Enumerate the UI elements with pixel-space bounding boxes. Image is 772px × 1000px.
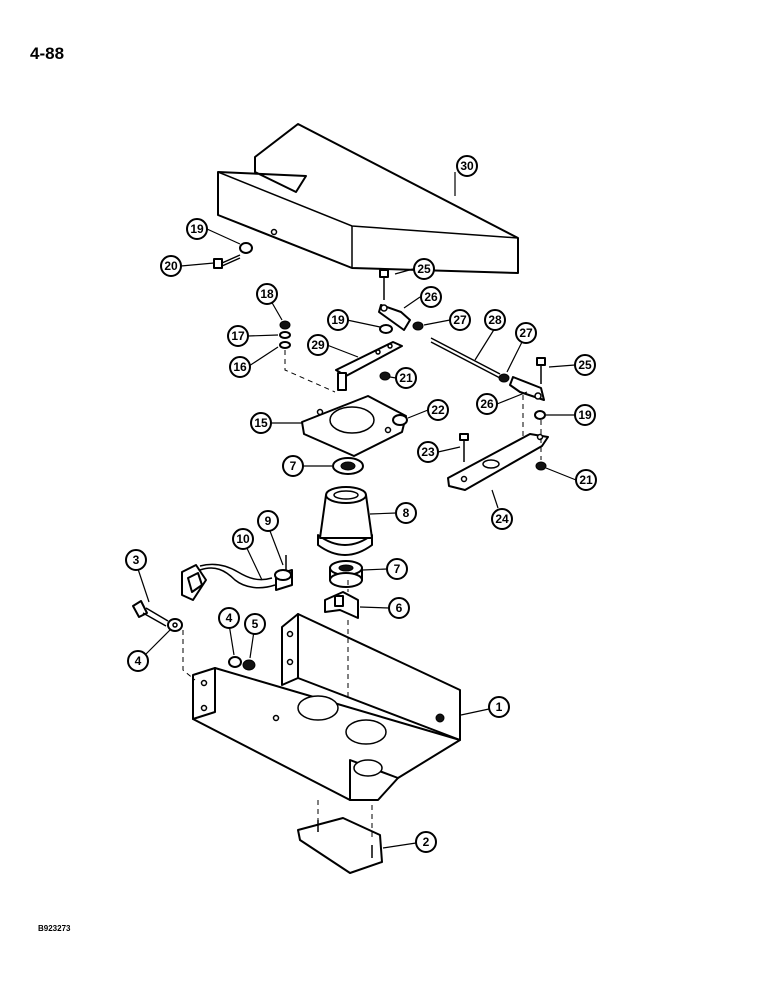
- callout-label: 25: [417, 262, 431, 276]
- callout-label: 4: [226, 611, 233, 625]
- callout-label: 5: [252, 617, 259, 631]
- callout-27: 27: [515, 322, 537, 344]
- part-bearing-upper: [332, 457, 364, 475]
- callout-label: 21: [579, 473, 593, 487]
- part-bearing-lower: [329, 560, 363, 588]
- callout-label: 19: [190, 222, 204, 236]
- callout-26: 26: [420, 286, 442, 308]
- callout-7: 7: [386, 558, 408, 580]
- callout-label: 21: [399, 371, 413, 385]
- callout-21: 21: [395, 367, 417, 389]
- callout-28: 28: [484, 309, 506, 331]
- callout-8: 8: [395, 502, 417, 524]
- callout-3: 3: [125, 549, 147, 571]
- callout-23: 23: [417, 441, 439, 463]
- callout-18: 18: [256, 283, 278, 305]
- callout-label: 7: [394, 562, 401, 576]
- part-boot: [317, 486, 373, 556]
- part-cover: [217, 123, 519, 274]
- callout-label: 26: [480, 397, 494, 411]
- part-bolt-and-washer: [132, 600, 183, 632]
- callout-label: 16: [233, 360, 247, 374]
- callout-2: 2: [415, 831, 437, 853]
- callout-17: 17: [227, 325, 249, 347]
- part-washer-and-nut: [228, 656, 256, 671]
- alignment-lines: [182, 580, 373, 840]
- callout-19: 19: [574, 404, 596, 426]
- callout-label: 25: [578, 358, 592, 372]
- callout-label: 20: [164, 259, 178, 273]
- callout-label: 19: [578, 408, 592, 422]
- callout-label: 30: [460, 159, 474, 173]
- callout-7: 7: [282, 455, 304, 477]
- part-mounting-plate: [301, 395, 408, 457]
- callout-19: 19: [327, 309, 349, 331]
- callout-4: 4: [218, 607, 240, 629]
- callout-24: 24: [491, 508, 513, 530]
- callout-label: 2: [423, 835, 430, 849]
- page-number: 4-88: [30, 44, 65, 63]
- callout-16: 16: [229, 356, 251, 378]
- callout-4: 4: [127, 650, 149, 672]
- part-screw-and-washer: [213, 242, 253, 269]
- callout-5: 5: [244, 613, 266, 635]
- callout-6: 6: [388, 597, 410, 619]
- callout-21: 21: [575, 469, 597, 491]
- callout-label: 10: [236, 532, 250, 546]
- leader-lines: [137, 172, 577, 849]
- part-main-bracket: [192, 613, 461, 801]
- callout-label: 6: [396, 601, 403, 615]
- callout-label: 19: [331, 313, 345, 327]
- callout-27: 27: [449, 309, 471, 331]
- callout-1: 1: [488, 696, 510, 718]
- callout-label: 27: [519, 326, 533, 340]
- callout-label: 15: [254, 416, 268, 430]
- callout-label: 24: [495, 512, 509, 526]
- callout-label: 9: [265, 514, 272, 528]
- figure-code: B923273: [38, 924, 71, 933]
- callout-label: 23: [421, 445, 435, 459]
- callout-25: 25: [574, 354, 596, 376]
- callout-label: 7: [290, 459, 297, 473]
- callout-25: 25: [413, 258, 435, 280]
- callout-26: 26: [476, 393, 498, 415]
- callout-10: 10: [232, 528, 254, 550]
- callout-label: 4: [135, 654, 142, 668]
- callout-label: 22: [431, 403, 445, 417]
- callout-label: 27: [453, 313, 467, 327]
- callout-label: 29: [311, 338, 325, 352]
- callout-label: 18: [260, 287, 274, 301]
- callout-9: 9: [257, 510, 279, 532]
- part-bottom-plate: [297, 817, 383, 874]
- callout-22: 22: [427, 399, 449, 421]
- callout-30: 30: [456, 155, 478, 177]
- callout-19: 19: [186, 218, 208, 240]
- callout-label: 17: [231, 329, 245, 343]
- part-lever: [279, 320, 403, 393]
- part-clip: [324, 591, 359, 619]
- callout-label: 26: [424, 290, 438, 304]
- callout-label: 3: [133, 553, 140, 567]
- part-linkage: [378, 269, 549, 491]
- callout-label: 1: [496, 700, 503, 714]
- part-sensor-harness: [181, 555, 293, 601]
- callout-label: 8: [403, 506, 410, 520]
- callout-label: 28: [488, 313, 502, 327]
- callout-20: 20: [160, 255, 182, 277]
- callout-15: 15: [250, 412, 272, 434]
- callout-29: 29: [307, 334, 329, 356]
